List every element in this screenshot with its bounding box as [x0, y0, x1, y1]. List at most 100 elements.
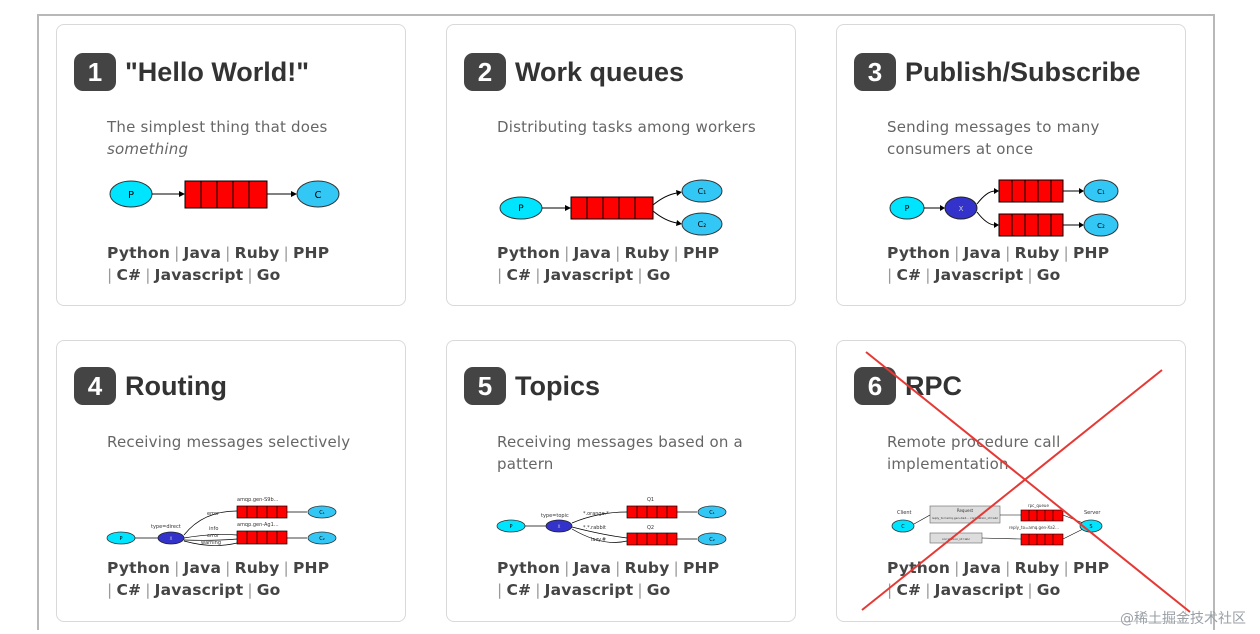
link-python[interactable]: Python: [887, 244, 951, 262]
link-go[interactable]: Go: [646, 266, 671, 284]
watermark: @稀土掘金技术社区: [1120, 611, 1246, 627]
topic-queue-2-label: Q2: [647, 525, 654, 531]
link-java[interactable]: Java: [573, 559, 612, 577]
link-ruby[interactable]: Ruby: [624, 244, 670, 262]
card-title: 2 Work queues: [464, 53, 684, 91]
language-links: Python|Java|Ruby|PHP|C#|Javascript|Go: [497, 244, 720, 284]
language-links: Python|Java|Ruby|PHP|C#|Javascript|Go: [107, 244, 330, 284]
link-go[interactable]: Go: [646, 581, 671, 599]
card-heading[interactable]: Publish/Subscribe: [905, 56, 1141, 87]
link-csharp[interactable]: C#: [116, 266, 142, 284]
routing-error-label-2: error: [207, 533, 220, 539]
consumer-2-node: [307, 531, 337, 545]
link-javascript[interactable]: Javascript: [154, 266, 244, 284]
work-queues-diagram: P C₁ C₂: [499, 179, 723, 236]
link-go[interactable]: Go: [1036, 581, 1061, 599]
topic-lazy-label: lazy.#: [591, 537, 606, 543]
consumer-2-label: C₂: [709, 537, 715, 543]
card-heading[interactable]: Work queues: [515, 56, 685, 87]
card-heading[interactable]: "Hello World!": [125, 56, 310, 87]
card-heading[interactable]: RPC: [905, 370, 963, 401]
link-javascript[interactable]: Javascript: [544, 581, 634, 599]
routing-warning-label: warning: [201, 540, 221, 546]
consumer-2-label: C₂: [319, 536, 325, 542]
link-php[interactable]: PHP: [682, 244, 720, 262]
card-title: 6 RPC: [854, 367, 962, 405]
link-go[interactable]: Go: [256, 581, 281, 599]
link-python[interactable]: Python: [887, 559, 951, 577]
link-csharp[interactable]: C#: [506, 266, 532, 284]
link-ruby[interactable]: Ruby: [1014, 244, 1060, 262]
link-python[interactable]: Python: [497, 244, 561, 262]
tutorial-card-publish-subscribe[interactable]: 3 Publish/Subscribe Sending messages to …: [836, 24, 1186, 306]
link-java[interactable]: Java: [963, 244, 1002, 262]
consumer-2-node: [1083, 213, 1119, 237]
link-java[interactable]: Java: [963, 559, 1002, 577]
publish-subscribe-diagram: P X C₁ C₂: [889, 179, 1119, 237]
link-java[interactable]: Java: [573, 244, 612, 262]
tutorial-card-work-queues[interactable]: 2 Work queues Distributing tasks among w…: [446, 24, 796, 306]
rpc-queue: [1020, 509, 1064, 522]
link-python[interactable]: Python: [497, 559, 561, 577]
tutorial-card-hello-world[interactable]: 1 "Hello World!" The simplest thing that…: [56, 24, 406, 306]
link-php[interactable]: PHP: [1072, 559, 1110, 577]
link-php[interactable]: PHP: [292, 244, 330, 262]
routing-type-label: type=direct: [151, 524, 181, 530]
step-number-badge: 4: [74, 367, 116, 405]
exchange-node: [545, 519, 573, 533]
rpc-c-label: C: [901, 524, 905, 530]
consumer-2-node: [681, 212, 723, 236]
queue: [570, 196, 654, 220]
rpc-client-label: Client: [897, 510, 912, 516]
link-go[interactable]: Go: [1036, 266, 1061, 284]
link-php[interactable]: PHP: [1072, 244, 1110, 262]
card-heading[interactable]: Routing: [125, 370, 227, 401]
link-javascript[interactable]: Javascript: [154, 581, 244, 599]
link-go[interactable]: Go: [256, 266, 281, 284]
step-number-badge: 6: [854, 367, 896, 405]
rpc-s-label: S: [1089, 524, 1092, 530]
link-ruby[interactable]: Ruby: [234, 244, 280, 262]
card-description: Receiving messages based on a pattern: [497, 433, 743, 473]
language-links: Python|Java|Ruby|PHP|C#|Javascript|Go: [887, 244, 1110, 284]
card-description: The simplest thing that does something: [107, 118, 328, 158]
hello-world-diagram: P C: [109, 180, 340, 209]
tutorial-card-routing[interactable]: 4 Routing Receiving messages selectively…: [56, 340, 406, 622]
tutorial-card-rpc[interactable]: 6 RPC Remote procedure call implementati…: [836, 340, 1186, 622]
link-csharp[interactable]: C#: [116, 581, 142, 599]
queue-1: [998, 179, 1064, 203]
link-java[interactable]: Java: [183, 559, 222, 577]
link-csharp[interactable]: C#: [896, 266, 922, 284]
consumer-1-label: C₁: [698, 187, 707, 196]
card-title: 5 Topics: [464, 367, 600, 405]
exchange-label: X: [959, 205, 964, 213]
link-ruby[interactable]: Ruby: [234, 559, 280, 577]
link-csharp[interactable]: C#: [896, 581, 922, 599]
link-python[interactable]: Python: [107, 559, 171, 577]
language-links: Python|Java|Ruby|PHP|C#|Javascript|Go: [107, 559, 330, 599]
queue: [184, 180, 268, 209]
link-javascript[interactable]: Javascript: [934, 266, 1024, 284]
link-python[interactable]: Python: [107, 244, 171, 262]
step-number-badge: 3: [854, 53, 896, 91]
tutorial-card-topics[interactable]: 5 Topics Receiving messages based on a p…: [446, 340, 796, 622]
link-javascript[interactable]: Javascript: [544, 266, 634, 284]
topic-orange-label: *.orange.*: [583, 511, 609, 517]
card-description: Remote procedure call implementation: [887, 433, 1061, 473]
link-php[interactable]: PHP: [292, 559, 330, 577]
producer-label: P: [119, 536, 122, 542]
link-csharp[interactable]: C#: [506, 581, 532, 599]
consumer-1-node: [1083, 179, 1119, 203]
link-ruby[interactable]: Ruby: [1014, 559, 1060, 577]
link-ruby[interactable]: Ruby: [624, 559, 670, 577]
card-heading[interactable]: Topics: [515, 370, 601, 401]
link-java[interactable]: Java: [183, 244, 222, 262]
card-description: Receiving messages selectively: [107, 433, 351, 451]
tutorial-grid-frame: [37, 14, 1215, 630]
language-links: Python|Java|Ruby|PHP|C#|Javascript|Go: [497, 559, 720, 599]
card-description: Distributing tasks among workers: [497, 118, 756, 136]
link-javascript[interactable]: Javascript: [934, 581, 1024, 599]
link-php[interactable]: PHP: [682, 559, 720, 577]
queue-2: [236, 530, 288, 545]
card-title: 4 Routing: [74, 367, 227, 405]
